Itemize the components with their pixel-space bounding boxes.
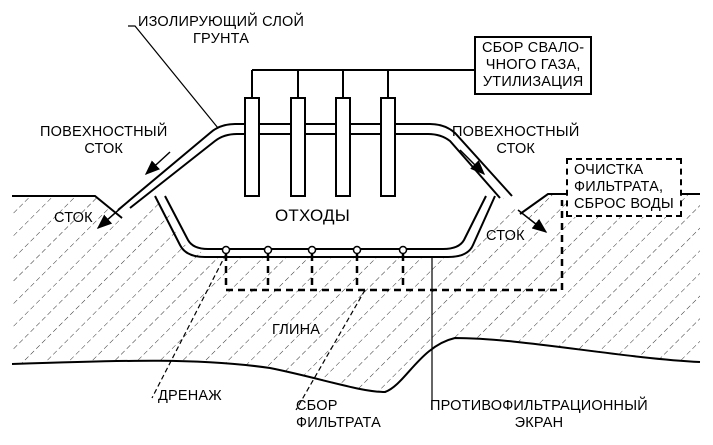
filtrate-collector: [224, 200, 564, 292]
barrier-liner-inner: [164, 195, 487, 250]
gas-label-line2: ЧНОГО ГАЗА,: [485, 57, 581, 73]
filtrate-treatment-box: ОЧИСТКА ФИЛЬТРАТА, СБРОС ВОДЫ: [566, 158, 682, 217]
gas-label-line1: СБОР СВАЛО-: [482, 40, 585, 56]
drainage-pipes: [221, 245, 408, 255]
drainage-leader: [151, 253, 227, 399]
soil-layer-label: ИЗОЛИРУЮЩИЙ СЛОЙ ГРУНТА: [138, 14, 304, 48]
runoff-left-line2: СТОК: [84, 141, 124, 157]
waste-cavity: [128, 132, 500, 250]
runoff-right-line1: ПОВЕХНОСТНЫЙ: [452, 124, 580, 140]
runoff-left-label: ПОВЕХНОСТНЫЙ СТОК: [40, 124, 167, 158]
runoff-left-line1: ПОВЕХНОСТНЫЙ: [40, 124, 168, 140]
barrier-label: ПРОТИВОФИЛЬТРАЦИОННЫЙ ЭКРАН: [430, 398, 648, 432]
filtrate-collection-label: СБОР ФИЛЬТРАТА: [296, 398, 381, 432]
barrier-line2: ЭКРАН: [514, 415, 564, 431]
waste-label: ОТХОДЫ: [275, 206, 350, 225]
filtrate-line2: ФИЛЬТРАТА,: [574, 179, 664, 195]
runoff-right-arrow: [459, 149, 486, 176]
gas-label-line3: УТИЛИЗАЦИЯ: [482, 74, 584, 90]
drain-right-arrow: [517, 209, 548, 233]
runoff-right-label: ПОВЕХНОСТНЫЙ СТОК: [452, 124, 579, 158]
soil-layer-leader: [128, 25, 219, 129]
drainage-label: ДРЕНАЖ: [158, 388, 222, 404]
barrier-liner-outer: [154, 195, 496, 258]
collection-leader: [295, 289, 366, 411]
drain-right-label: СТОК: [486, 228, 525, 244]
soil-layer-label-line2: ГРУНТА: [193, 31, 250, 47]
collection-line2: ФИЛЬТРАТА: [296, 415, 381, 431]
drain-left-label: СТОК: [54, 210, 93, 226]
ground-surface-left: [12, 195, 123, 219]
soil-cap-inner: [129, 133, 501, 209]
runoff-right-line2: СТОК: [496, 141, 536, 157]
filtrate-line1: ОЧИСТКА: [574, 162, 644, 178]
drain-left-arrow: [96, 199, 131, 229]
barrier-line1: ПРОТИВОФИЛЬТРАЦИОННЫЙ: [430, 398, 648, 414]
filtrate-line3: СБРОС ВОДЫ: [574, 196, 674, 212]
runoff-left-arrow: [144, 151, 171, 176]
gas-collection-box: СБОР СВАЛО- ЧНОГО ГАЗА, УТИЛИЗАЦИЯ: [474, 36, 593, 95]
collection-line1: СБОР: [296, 398, 338, 414]
clay-label: ГЛИНА: [272, 322, 321, 338]
soil-layer-label-line1: ИЗОЛИРУЮЩИЙ СЛОЙ: [138, 14, 305, 30]
soil-cap-outer: [117, 123, 513, 211]
